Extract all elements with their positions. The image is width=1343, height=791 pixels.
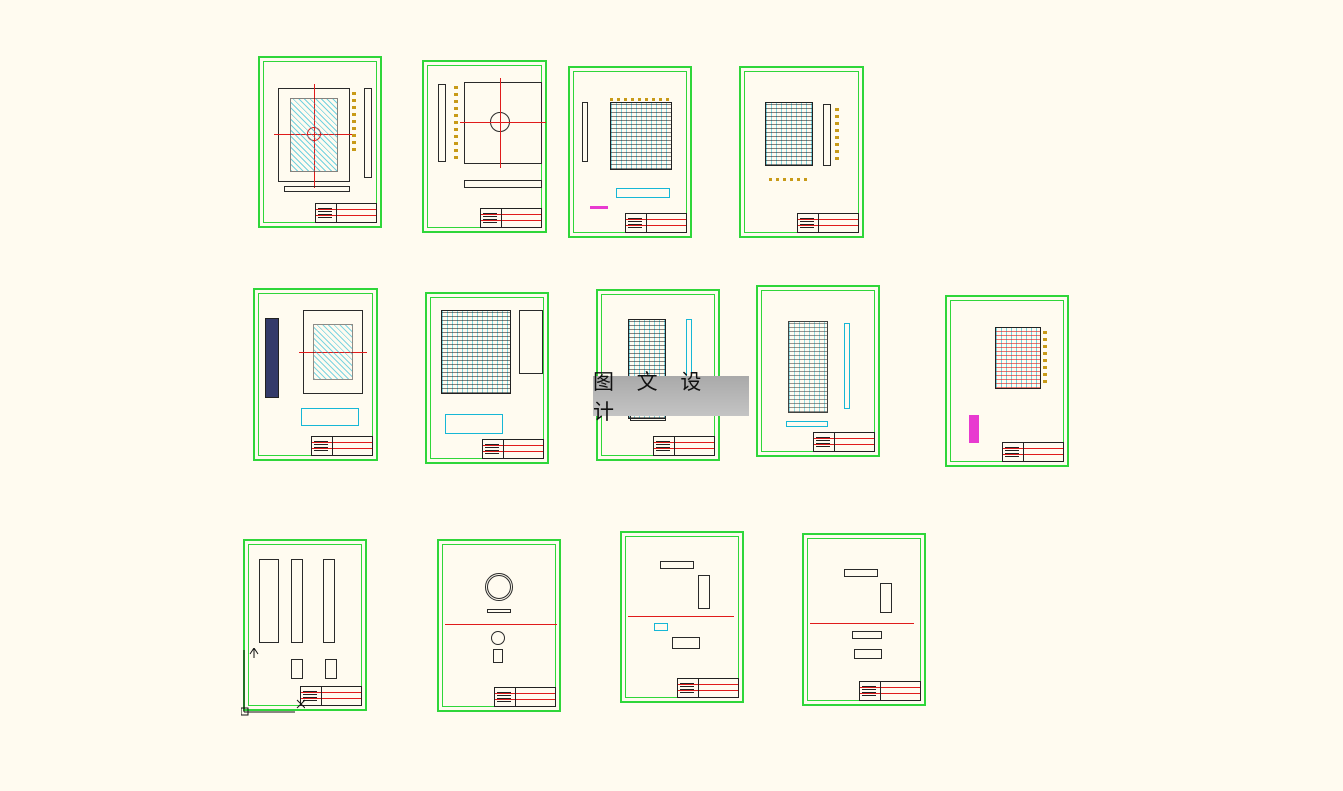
ejector-layout — [441, 310, 511, 394]
centerline-v — [500, 78, 501, 168]
bottom-view — [786, 421, 828, 427]
drawing-sheet-10[interactable] — [243, 539, 367, 711]
magenta-note — [590, 206, 608, 209]
small-part-2 — [325, 659, 337, 679]
divider-line — [445, 624, 557, 625]
bushing-section — [493, 649, 503, 663]
dimension-marks-h — [769, 178, 809, 181]
insert-view-4 — [854, 649, 882, 659]
block-view-1 — [259, 559, 279, 643]
title-block — [859, 681, 921, 701]
title-block — [797, 213, 859, 233]
title-block — [482, 439, 544, 459]
side-view — [823, 104, 831, 166]
drawing-sheet-2[interactable] — [422, 60, 547, 233]
bottom-view — [464, 180, 542, 188]
drawing-sheet-4[interactable] — [739, 66, 864, 238]
bottom-view — [445, 414, 503, 434]
side-view — [582, 102, 588, 162]
cavity-layout — [610, 102, 672, 170]
bottom-view — [301, 408, 359, 426]
dimension-marks — [1043, 331, 1047, 387]
title-block — [653, 436, 715, 456]
side-view — [364, 88, 372, 178]
magenta-legend — [969, 415, 979, 443]
drawing-sheet-5[interactable] — [253, 288, 378, 461]
block-view-3 — [323, 559, 335, 643]
lifter-layout — [788, 321, 828, 413]
sheet-inner-frame — [442, 544, 556, 707]
drawing-sheet-9[interactable] — [945, 295, 1069, 467]
title-block — [311, 436, 373, 456]
insert-view-3 — [852, 631, 882, 639]
dimension-marks — [835, 108, 839, 164]
drawing-sheet-6[interactable] — [425, 292, 549, 464]
ucs-axis-icon — [241, 648, 305, 716]
insert-view-4 — [672, 637, 700, 649]
title-block — [813, 432, 875, 452]
title-block — [494, 687, 556, 707]
product-layout — [995, 327, 1041, 389]
core-layout — [765, 102, 813, 166]
side-view — [519, 310, 543, 374]
centerline-h — [460, 122, 546, 123]
small-part-1 — [291, 659, 303, 679]
title-block — [300, 686, 362, 706]
watermark-text: 图 文 设 计 — [593, 370, 710, 424]
dimension-marks — [610, 98, 672, 101]
drawing-sheet-8[interactable] — [756, 285, 880, 457]
bottom-view — [284, 186, 350, 192]
title-block — [1002, 442, 1064, 462]
sheet-inner-frame — [807, 538, 921, 701]
drawing-sheet-13[interactable] — [802, 533, 926, 706]
side-view — [438, 84, 446, 162]
insert-view-1 — [660, 561, 694, 569]
block-view-2 — [291, 559, 303, 643]
side-view — [265, 318, 279, 398]
title-block — [625, 213, 687, 233]
drawing-sheet-3[interactable] — [568, 66, 692, 238]
ejector-layout — [313, 324, 353, 380]
divider-line — [628, 616, 734, 617]
watermark-label: 图 文 设 计 — [593, 370, 749, 424]
dimension-marks — [352, 92, 356, 152]
section-view — [616, 188, 670, 198]
title-block — [315, 203, 377, 223]
insert-view-1 — [844, 569, 878, 577]
title-block — [480, 208, 542, 228]
ring-section — [487, 609, 511, 613]
insert-view-3 — [654, 623, 668, 631]
drawing-sheet-11[interactable] — [437, 539, 561, 712]
drawing-sheet-12[interactable] — [620, 531, 744, 703]
dimension-marks — [454, 86, 458, 160]
drawing-sheet-1[interactable] — [258, 56, 382, 228]
plate-outline — [464, 82, 542, 164]
locating-ring-plan — [485, 573, 513, 601]
insert-view-2 — [698, 575, 710, 609]
divider-line — [810, 623, 914, 624]
bushing-plan — [491, 631, 505, 645]
side-view — [844, 323, 850, 409]
cooling-layout — [290, 98, 338, 172]
title-block — [677, 678, 739, 698]
insert-view-2 — [880, 583, 892, 613]
